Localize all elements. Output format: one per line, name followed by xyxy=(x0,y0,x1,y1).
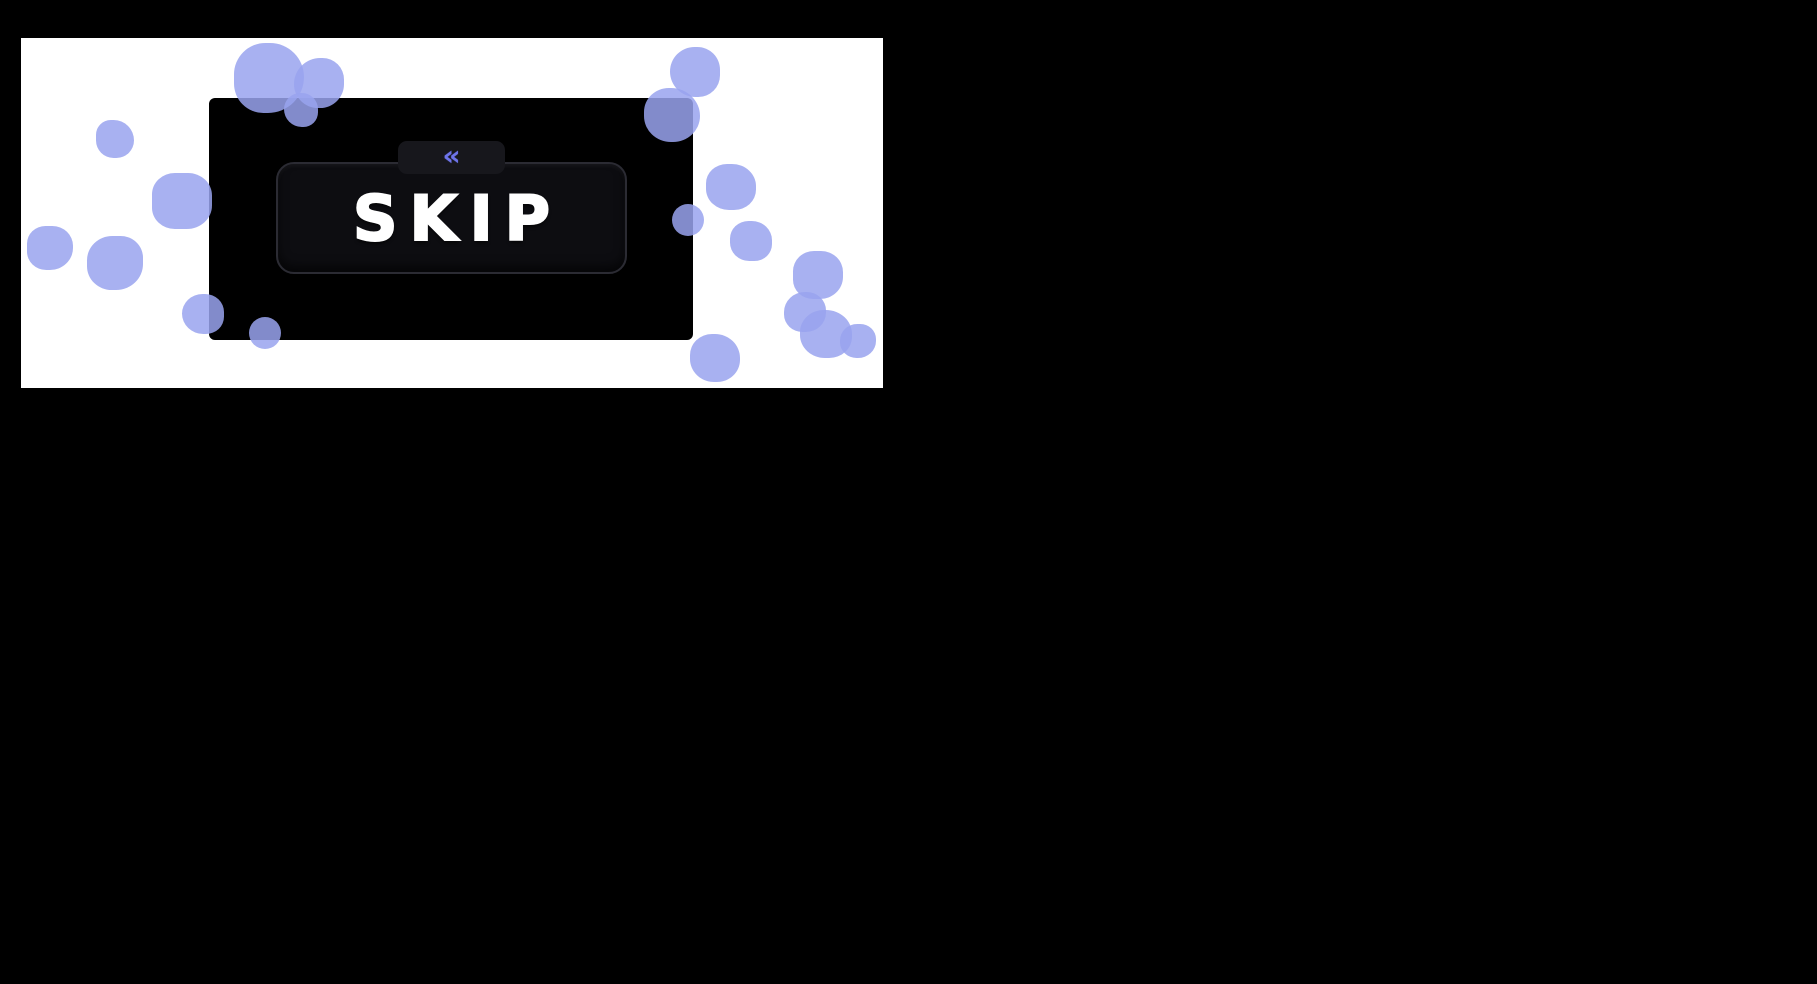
game-stage: « SKIP xyxy=(21,38,883,388)
ink-blob xyxy=(284,93,318,127)
ink-blob xyxy=(840,324,876,358)
ink-blob xyxy=(27,226,73,270)
ink-blob xyxy=(249,317,281,349)
skip-button[interactable]: SKIP xyxy=(276,162,627,274)
ink-blob xyxy=(672,204,704,236)
ink-blob xyxy=(706,164,756,210)
collapse-tab[interactable]: « xyxy=(398,141,505,174)
ink-blob xyxy=(96,120,134,158)
ink-blob xyxy=(644,88,700,142)
ink-blob xyxy=(690,334,740,382)
ink-blob xyxy=(793,251,843,299)
ink-blob xyxy=(152,173,212,229)
chevron-double-left-icon: « xyxy=(442,138,461,172)
ink-blob xyxy=(87,236,143,290)
skip-button-label: SKIP xyxy=(352,181,563,256)
ink-blob xyxy=(182,294,224,334)
ink-blob xyxy=(730,221,772,261)
